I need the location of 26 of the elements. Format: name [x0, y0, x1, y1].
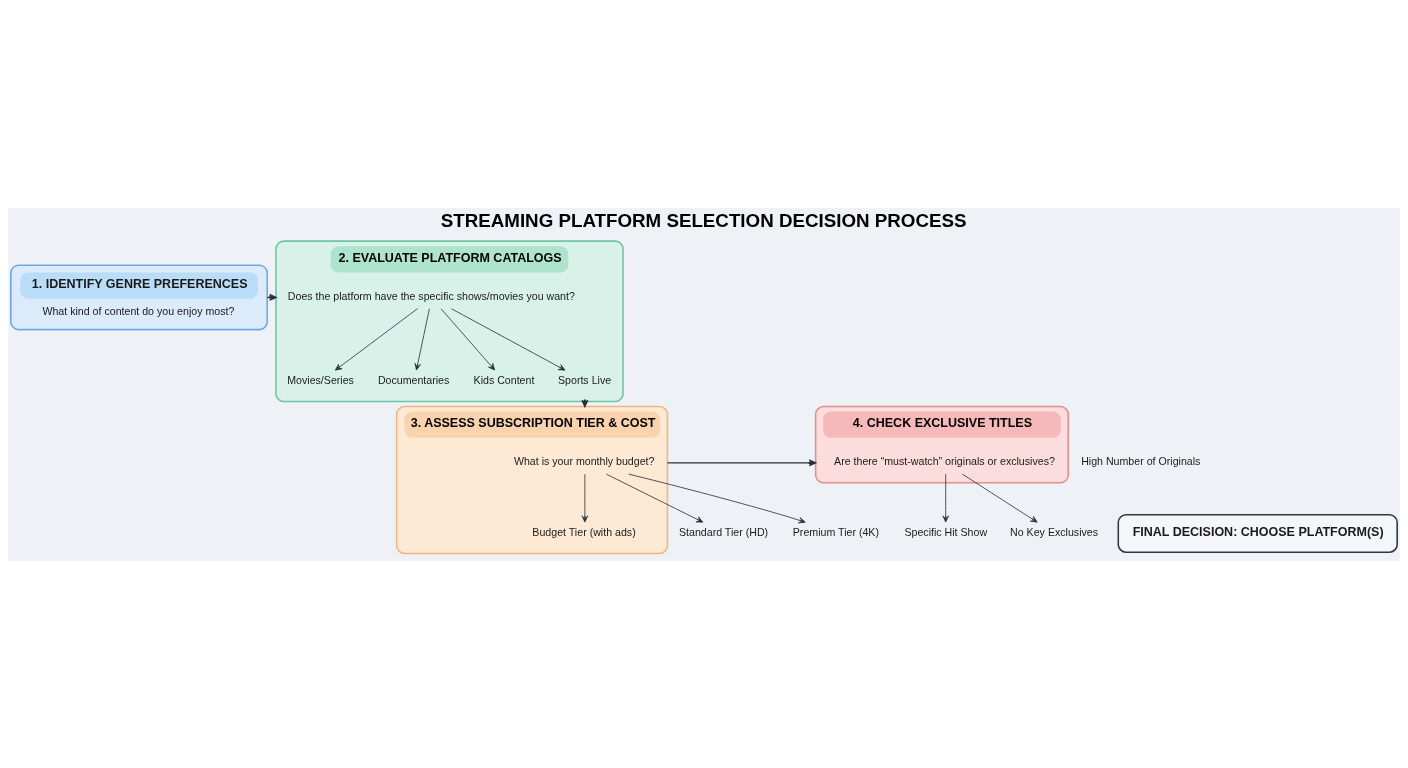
arrow	[942, 473, 949, 522]
node-text: What is your monthly budget?	[513, 454, 655, 467]
node-text: No Key Exclusives	[1010, 525, 1099, 538]
node-text: Documentaries	[377, 373, 450, 386]
label: High Number of Originals	[1081, 454, 1201, 467]
node-text: Standard Tier (HD)	[678, 525, 769, 538]
arrow	[666, 458, 817, 466]
node-box: FINAL DECISION: CHOOSE PLATFORM(S)	[1117, 513, 1398, 553]
node-text: Kids Content	[473, 373, 535, 386]
node-text: Does the platform have the specific shows/movies you want?	[287, 289, 575, 302]
arrow	[440, 307, 496, 370]
node-text: Movies/Series	[287, 373, 354, 386]
node-box: 1. IDENTIFY GENRE PREFERENCES What kind of content do you enjoy most?	[10, 263, 268, 330]
node-text: Premium Tier (4K)	[792, 525, 879, 538]
node-text: Budget Tier (with ads)	[532, 525, 636, 538]
arrow	[581, 473, 589, 522]
arrow	[334, 307, 418, 371]
node-text: Sports Live	[557, 373, 612, 386]
arrow	[605, 473, 704, 523]
diagram-title: STREAMING PLATFORM SELECTION DECISION PROCESS	[440, 209, 967, 231]
arrow	[414, 307, 430, 370]
node-text: Are there “must-watch” originals or exclusives?	[834, 454, 1055, 467]
arrow	[450, 307, 566, 371]
node-text: Specific Hit Show	[904, 525, 988, 538]
arrow	[961, 473, 1038, 523]
arrow	[628, 473, 806, 523]
